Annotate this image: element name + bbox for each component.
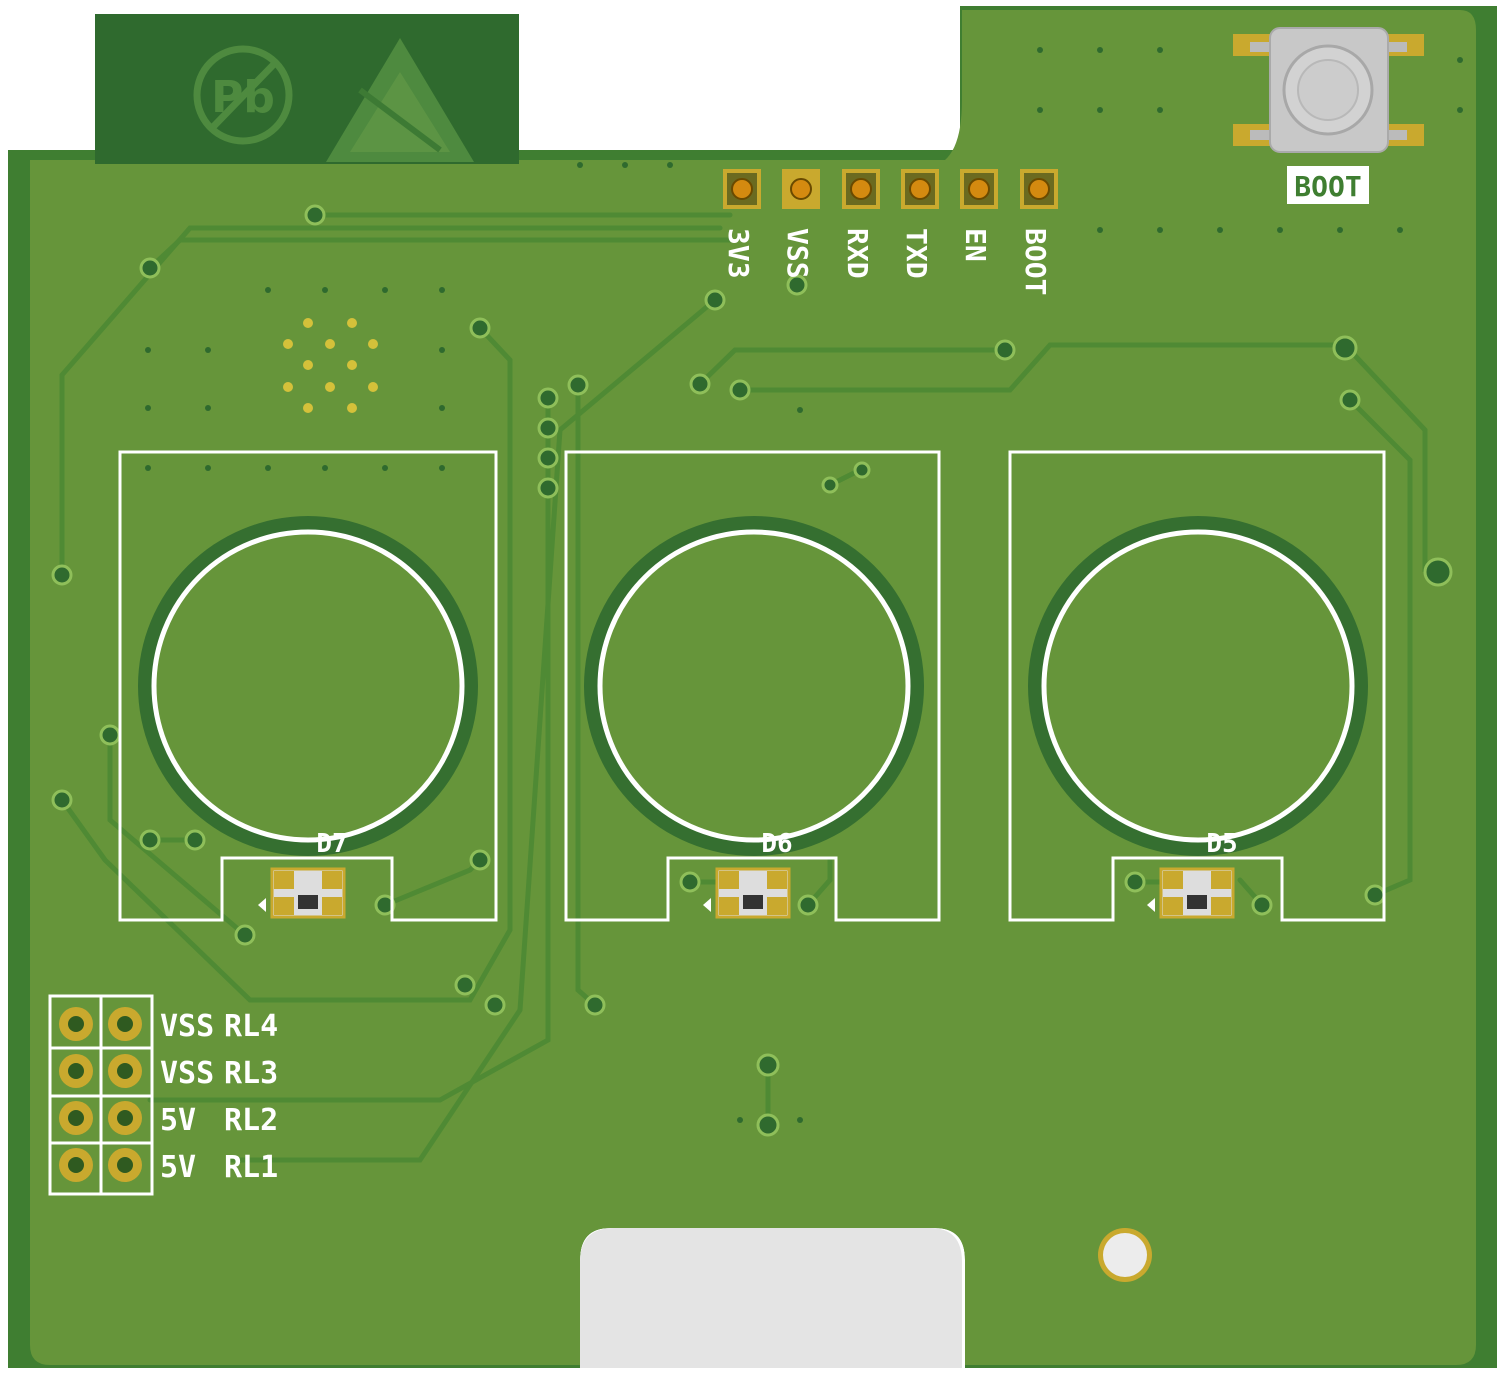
header-label-boot: BOOT <box>1019 228 1052 295</box>
relay-row3-left: 5V <box>160 1103 196 1138</box>
header-pin-3v3 <box>723 169 761 209</box>
touch-outline-left <box>118 450 498 922</box>
touch-outline-middle <box>564 450 941 922</box>
mounting-hole <box>1098 1228 1152 1282</box>
header-label-en: EN <box>959 228 992 262</box>
relay-row3-right: RL2 <box>224 1103 278 1138</box>
programming-header <box>723 169 1058 209</box>
relay-row4-right: RL1 <box>224 1150 278 1185</box>
relay-header-pads <box>59 1007 142 1182</box>
relay-row2-left: VSS <box>160 1056 214 1091</box>
header-label-vss: VSS <box>781 228 814 279</box>
lead-free-pb-icon: Pb <box>193 45 293 145</box>
led-designator-d7: D7 <box>316 829 347 859</box>
vias <box>51 204 1453 1137</box>
header-pin-txd <box>901 169 939 209</box>
header-label-rxd: RXD <box>841 228 874 279</box>
boot-label-box <box>1287 166 1369 204</box>
led-designator-d5: D5 <box>1206 829 1237 859</box>
header-pin-boot <box>1020 169 1058 209</box>
touch-pad-left <box>138 516 478 856</box>
esd-warning-icon <box>326 38 474 162</box>
header-pin-vss <box>782 169 820 209</box>
module-antenna-dots <box>283 318 378 413</box>
boot-button[interactable] <box>1233 27 1424 153</box>
relay-row1-left: VSS <box>160 1009 214 1044</box>
relay-row1-right: RL4 <box>224 1009 278 1044</box>
relay-row2-right: RL3 <box>224 1056 278 1091</box>
header-pin-rxd <box>842 169 880 209</box>
touch-pad-middle <box>584 516 924 856</box>
relay-row4-left: 5V <box>160 1150 196 1185</box>
touch-pad-right <box>1028 516 1368 856</box>
via-dots <box>145 47 1463 1123</box>
led-d5 <box>1147 867 1235 919</box>
led-designator-d6: D6 <box>761 829 792 859</box>
boot-button-label: BOOT <box>1294 170 1361 203</box>
board-cutout <box>580 1228 962 1368</box>
relay-header <box>48 994 154 1196</box>
led-d6 <box>703 867 791 919</box>
svg-text:Pb: Pb <box>211 72 275 123</box>
led-d7 <box>258 867 346 919</box>
header-label-txd: TXD <box>900 228 933 279</box>
header-label-3v3: 3V3 <box>722 228 755 279</box>
touch-outline-right <box>1008 450 1386 922</box>
header-pin-en <box>960 169 998 209</box>
